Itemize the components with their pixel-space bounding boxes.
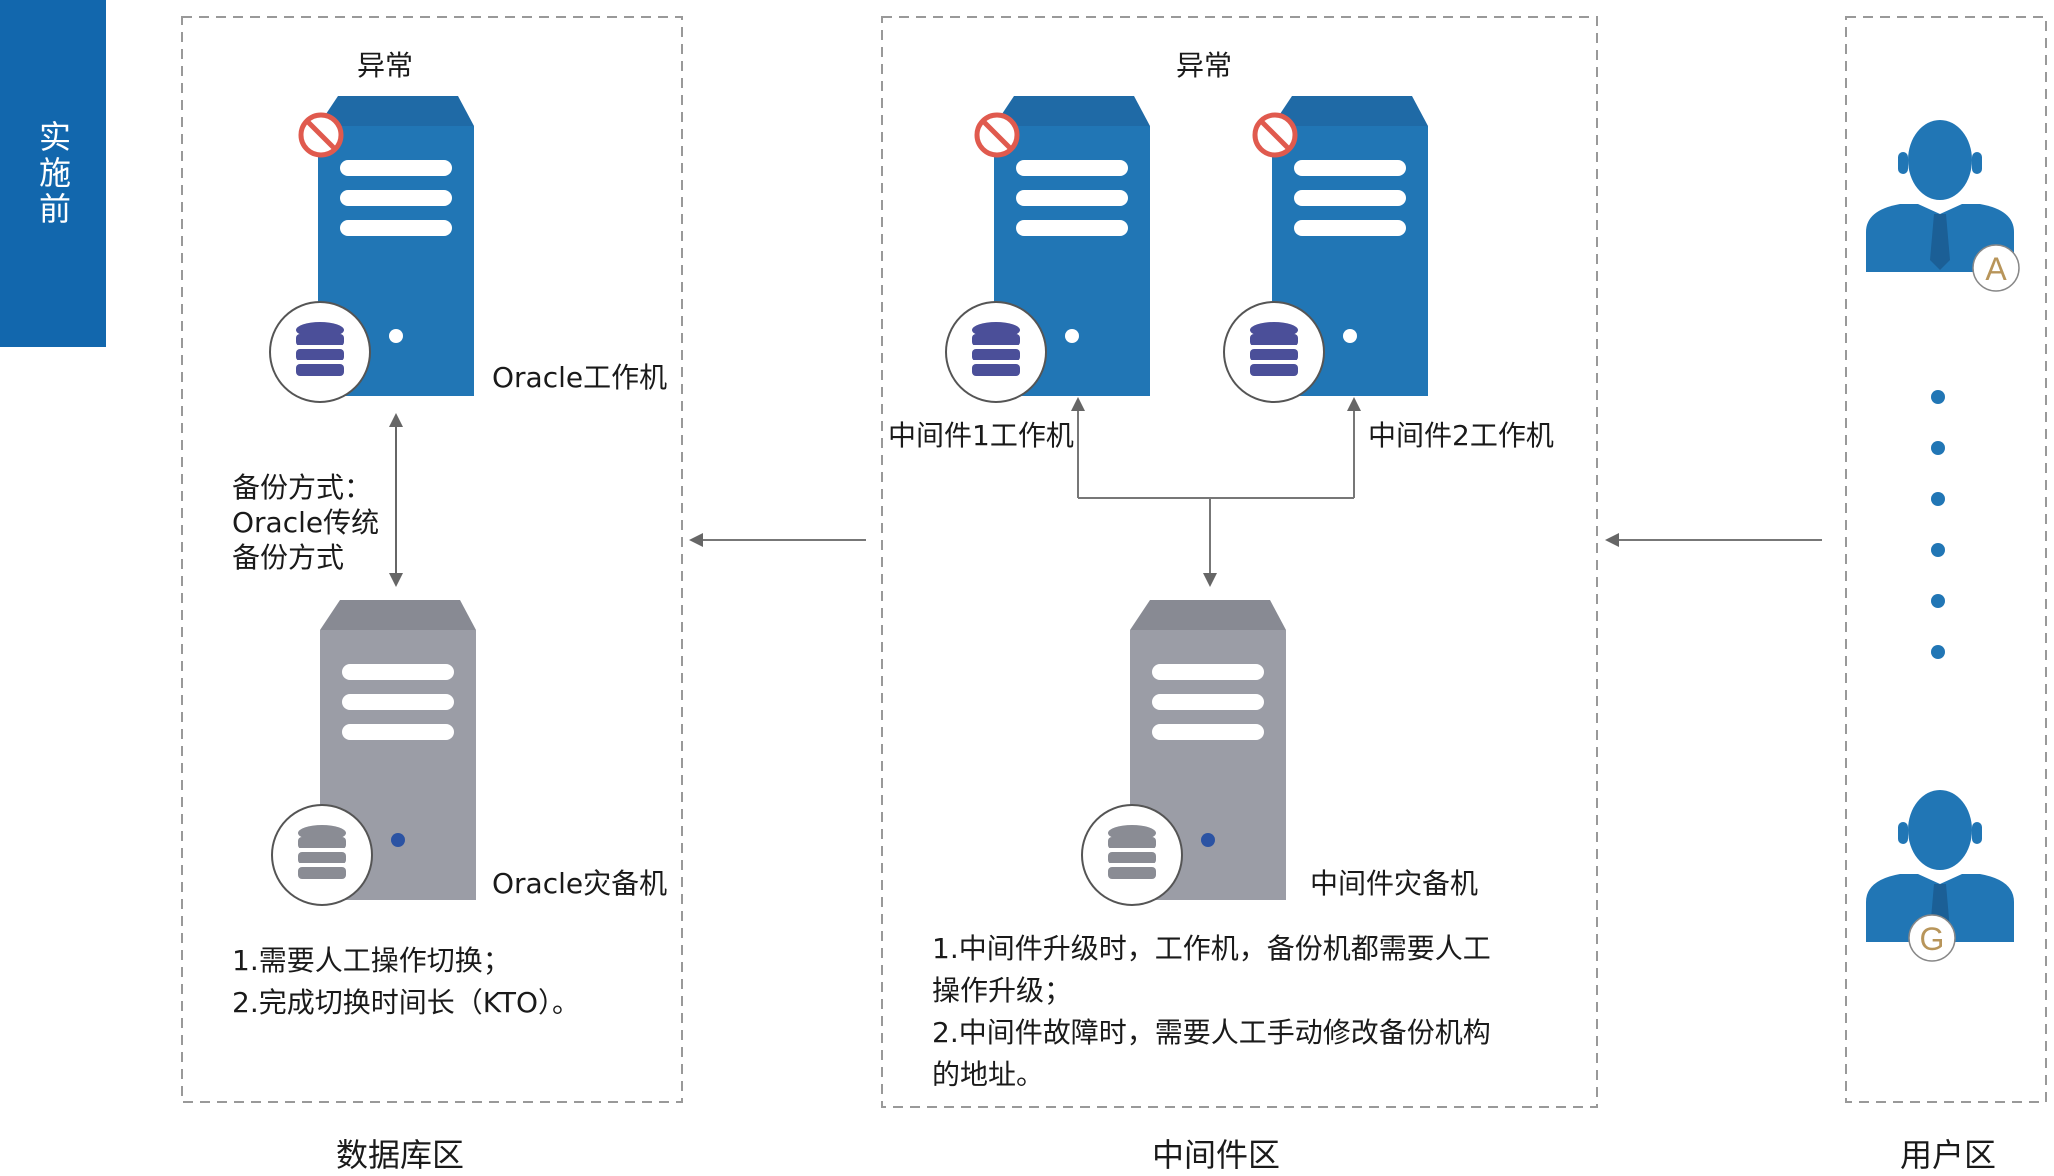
user-zone-label: 用户区 — [1900, 1136, 1997, 1174]
mw-note-4: 的地址。 — [932, 1058, 1045, 1091]
mw-note-2: 操作升级； — [932, 974, 1073, 1007]
middleware-standby-db-icon — [1081, 804, 1183, 906]
mw-note-1: 1.中间件升级时，工作机，备份机都需要人工 — [932, 932, 1491, 965]
middleware1-error-icon — [977, 115, 1017, 155]
mw-notes: 1.中间件升级时，工作机，备份机都需要人工 操作升级； 2.中间件故障时，需要人… — [932, 928, 1491, 1096]
database-zone-label: 数据库区 — [336, 1136, 465, 1174]
middleware-connector-lines — [1077, 408, 1355, 587]
oracle-primary-label: Oracle工作机 — [492, 361, 668, 394]
middleware-zone-box — [881, 16, 1598, 1108]
user-a-badge: A — [1972, 244, 2020, 292]
database-zone-box — [181, 16, 683, 1103]
db-abnormal-label: 异常 — [357, 49, 414, 82]
user-a-badge-text: A — [1985, 251, 2007, 287]
middleware1-label: 中间件1工作机 — [888, 419, 1074, 452]
backup-method-line-3: 备份方式 — [232, 541, 345, 574]
mw-note-3: 2.中间件故障时，需要人工手动修改备份机构 — [932, 1016, 1491, 1049]
db-note-2: 2.完成切换时间长（KTO）。 — [232, 986, 581, 1019]
oracle-standby-label: Oracle灾备机 — [492, 867, 668, 900]
backup-method-line-1: 备份方式： — [232, 471, 373, 504]
middleware2-db-icon — [1223, 301, 1325, 403]
mw-abnormal-label: 异常 — [1176, 49, 1233, 82]
oracle-primary-error-icon — [301, 115, 341, 155]
side-tab-before-implementation: 实施前 — [0, 0, 106, 347]
db-note-1: 1.需要人工操作切换； — [232, 944, 511, 977]
middleware-standby-label: 中间件灾备机 — [1310, 867, 1479, 900]
user-zone-box — [1845, 16, 2047, 1103]
user-g-badge-text: G — [1920, 921, 1945, 957]
oracle-primary-db-icon — [269, 301, 371, 403]
oracle-standby-db-icon — [271, 804, 373, 906]
middleware2-label: 中间件2工作机 — [1368, 419, 1554, 452]
middleware-zone-label: 中间件区 — [1152, 1136, 1281, 1174]
backup-method-line-2: Oracle传统 — [232, 506, 380, 539]
db-notes: 1.需要人工操作切换； 2.完成切换时间长（KTO）。 — [232, 940, 580, 1024]
middleware2-error-icon — [1255, 115, 1295, 155]
middleware1-db-icon — [945, 301, 1047, 403]
user-ellipsis-dots — [1931, 390, 1945, 659]
user-g-badge: G — [1908, 914, 1956, 962]
